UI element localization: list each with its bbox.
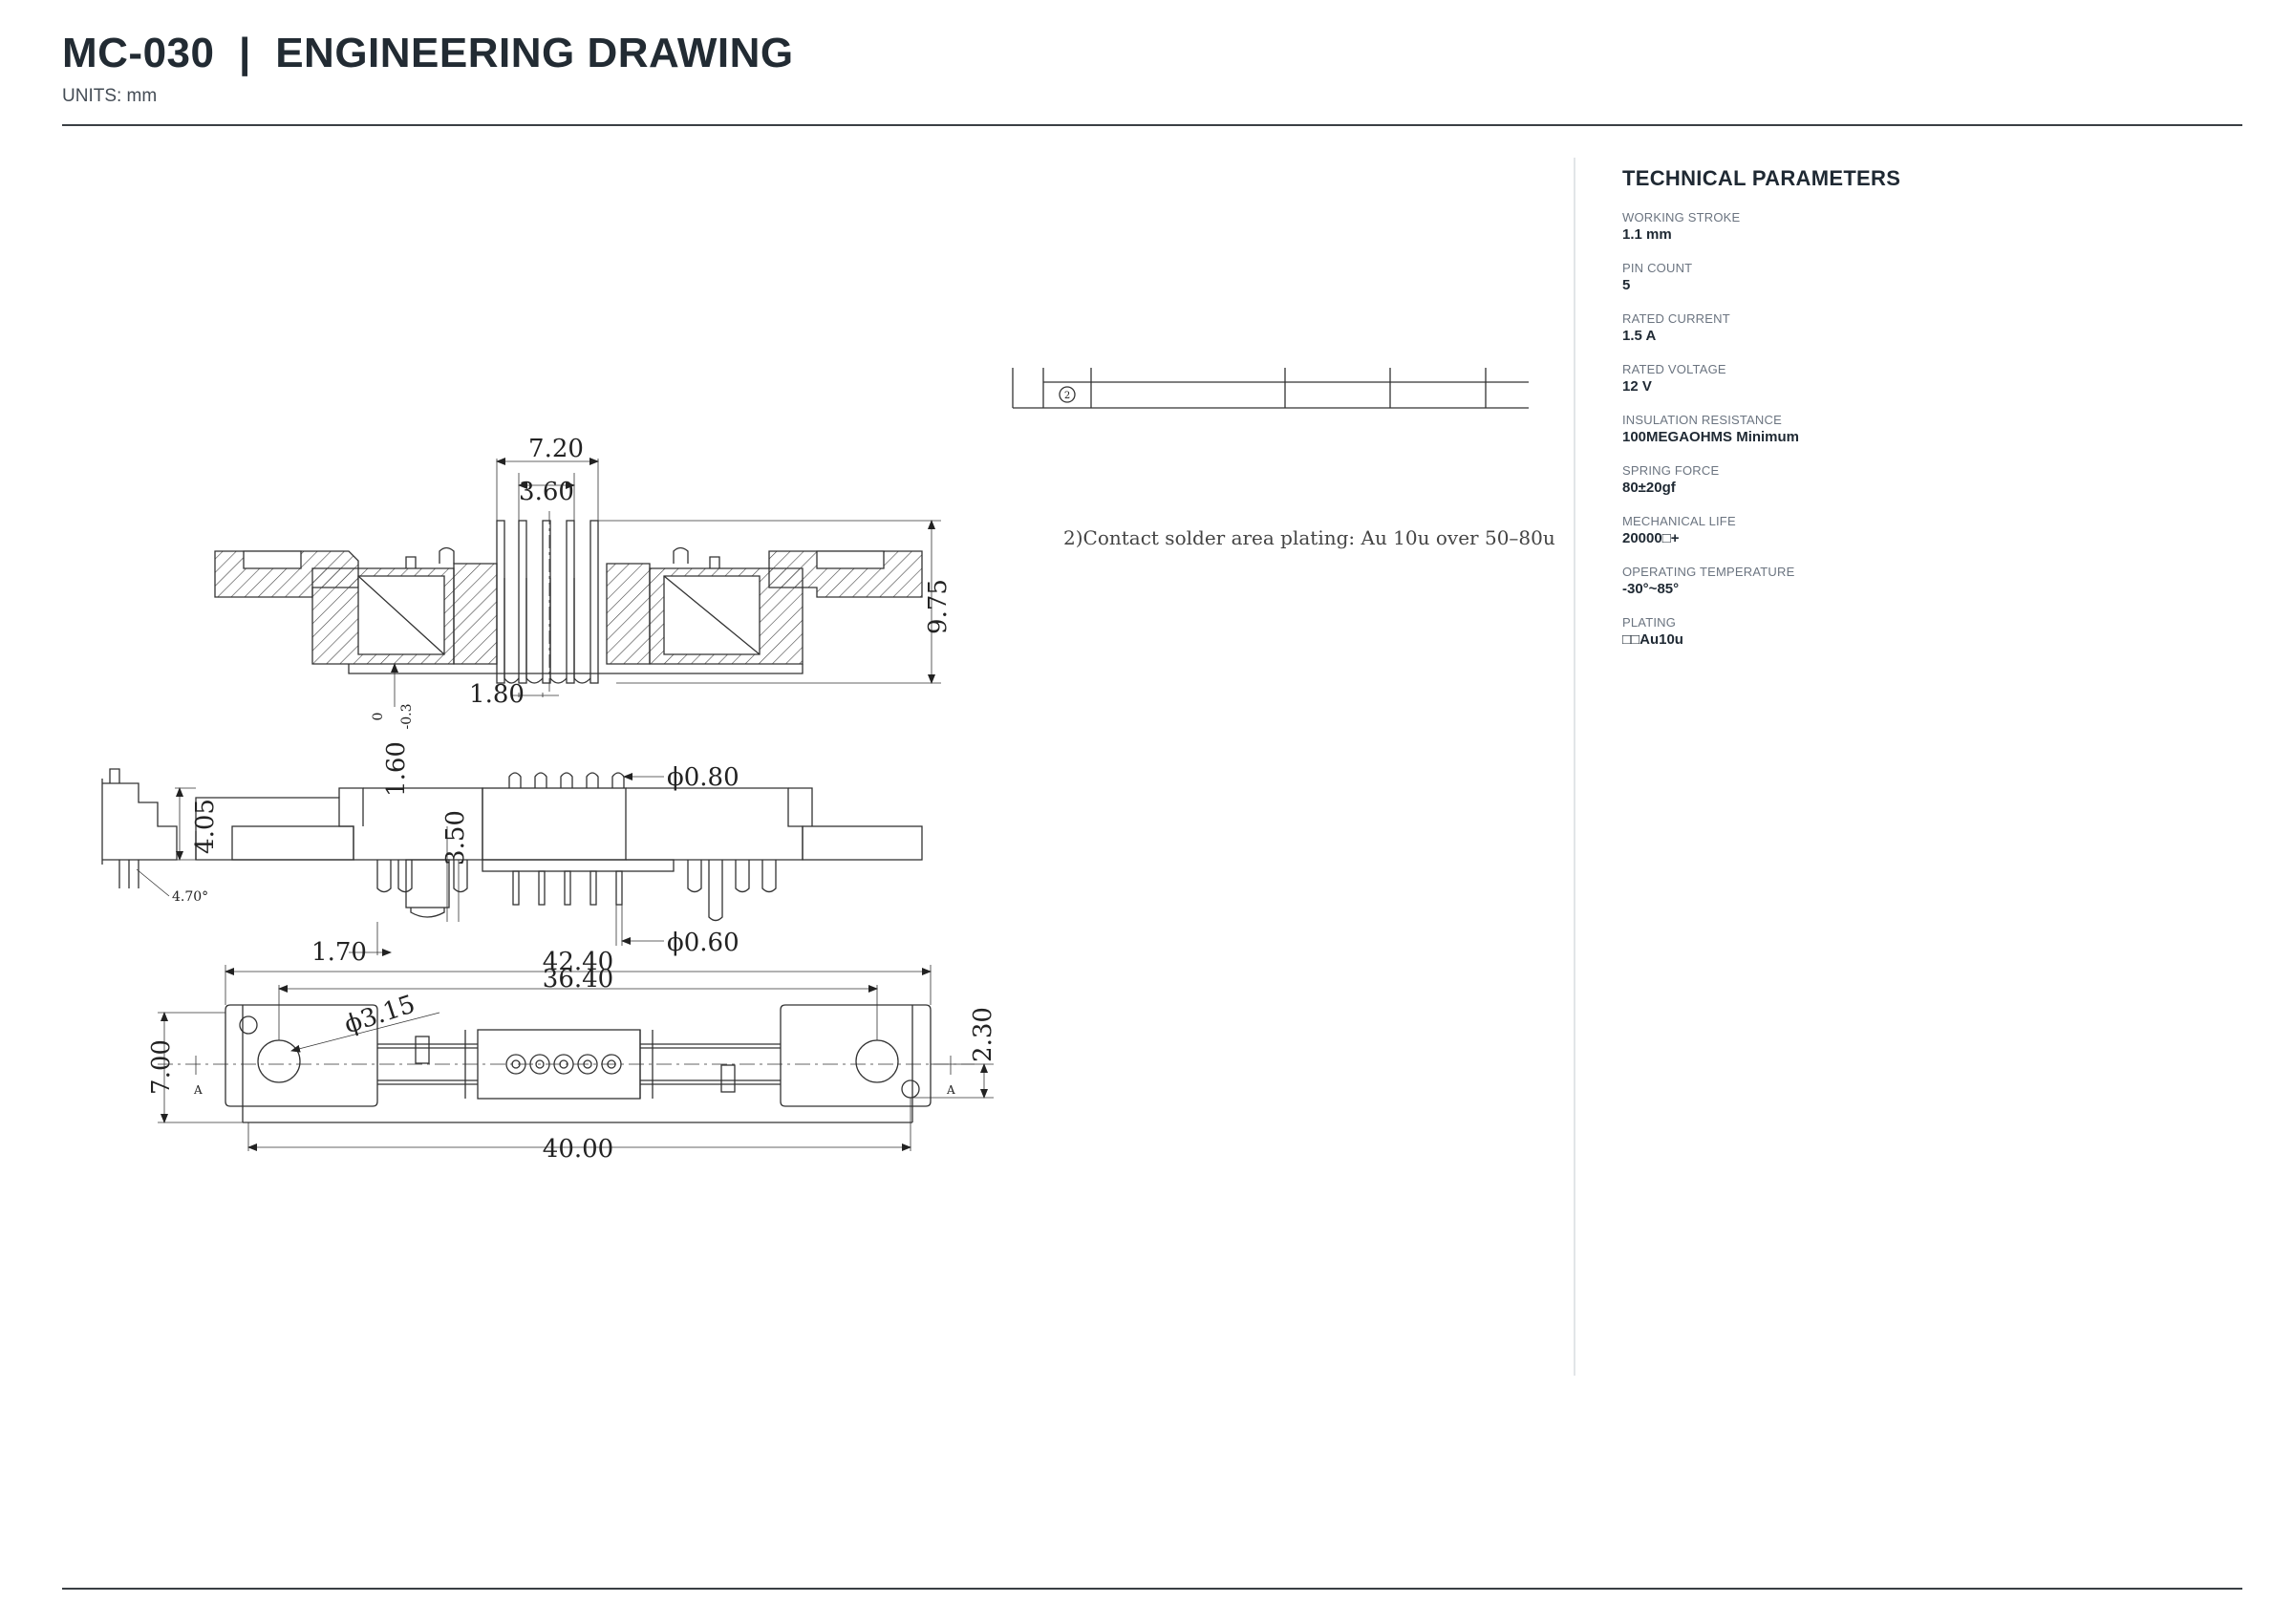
param-plating: PLATING □□Au10u — [1622, 615, 2215, 650]
param-value: -30°~85° — [1622, 581, 1680, 597]
param-rated-voltage: RATED VOLTAGE 12 V — [1622, 362, 2215, 396]
param-label: RATED CURRENT — [1622, 311, 1730, 326]
param-pin-count: PIN COUNT 5 — [1622, 261, 2215, 295]
dim-7-00: 7.00 — [147, 1039, 176, 1095]
panel-divider — [1574, 158, 1575, 1376]
dim-4-05: 4.05 — [191, 799, 220, 854]
param-value: 100MEGAOHMS Minimum — [1622, 429, 1800, 445]
section-view — [214, 511, 941, 693]
dim-4-70-deg: 4.70° — [172, 889, 208, 905]
param-rated-current: RATED CURRENT 1.5 A — [1622, 311, 2215, 346]
parts-table — [1012, 368, 1529, 409]
dim-1-60-tol-upper: 0 — [371, 713, 386, 721]
param-mechanical-life: MECHANICAL LIFE 20000□+ — [1622, 514, 2215, 548]
header-divider — [62, 124, 2242, 126]
param-value: □□Au10u — [1622, 631, 1683, 648]
dim-9-75: 9.75 — [924, 579, 953, 634]
drawing-header: MC-030 | ENGINEERING DRAWING UNITS: mm — [62, 27, 2242, 107]
dim-3-50: 3.50 — [441, 810, 470, 865]
dim-phi-3-15: ϕ3.15 — [341, 990, 418, 1039]
param-value: 12 V — [1622, 378, 1652, 395]
units-label: UNITS: mm — [62, 86, 158, 106]
param-label: PLATING — [1622, 615, 1677, 630]
param-label: WORKING STROKE — [1622, 210, 1741, 224]
param-label: PIN COUNT — [1622, 261, 1693, 275]
engineering-drawing: 7.20 3.60 1.80 9.75 1.60 0 -0.3 ϕ0.80 4.… — [62, 158, 1555, 1380]
param-working-stroke: WORKING STROKE 1.1 mm — [1622, 210, 2215, 245]
param-label: INSULATION RESISTANCE — [1622, 413, 1782, 427]
param-operating-temperature: OPERATING TEMPERATURE -30°~85° — [1622, 565, 2215, 599]
dim-1-60-tol-lower: -0.3 — [399, 704, 415, 730]
param-insulation-resistance: INSULATION RESISTANCE 100MEGAOHMS Minimu… — [1622, 413, 2215, 447]
param-label: MECHANICAL LIFE — [1622, 514, 1736, 528]
dim-42-40: 42.40 — [543, 948, 613, 976]
param-value: 1.5 A — [1622, 328, 1657, 344]
params-title: TECHNICAL PARAMETERS — [1622, 166, 1901, 190]
dim-1-60: 1.60 — [382, 741, 411, 797]
plating-note: 2)Contact solder area plating: Au 10u ov… — [1063, 526, 1555, 549]
dim-1-70: 1.70 — [311, 938, 367, 967]
param-value: 80±20gf — [1622, 480, 1676, 496]
param-value: 5 — [1622, 277, 1631, 293]
dim-2-30: 2.30 — [969, 1007, 997, 1062]
dim-phi-0-80: ϕ0.80 — [667, 763, 739, 792]
param-label: RATED VOLTAGE — [1622, 362, 1726, 376]
param-value: 1.1 mm — [1622, 226, 1672, 243]
footer-divider — [62, 1588, 2242, 1590]
param-value: 20000□+ — [1622, 530, 1680, 546]
dim-7-20: 7.20 — [528, 435, 584, 463]
drawing-canvas: 7.20 3.60 1.80 9.75 1.60 0 -0.3 ϕ0.80 4.… — [101, 368, 1555, 1164]
page-title: MC-030 | ENGINEERING DRAWING — [62, 30, 794, 76]
dim-phi-0-60: ϕ0.60 — [667, 929, 739, 957]
param-label: SPRING FORCE — [1622, 463, 1720, 478]
technical-parameters-panel: TECHNICAL PARAMETERS WORKING STROKE 1.1 … — [1622, 162, 2215, 666]
bottom-view — [158, 965, 994, 1151]
side-view — [101, 768, 923, 956]
dim-1-80: 1.80 — [469, 680, 525, 709]
param-label: OPERATING TEMPERATURE — [1622, 565, 1795, 579]
table-row-number: 2 — [1064, 391, 1070, 401]
section-mark-a-right: A — [946, 1083, 955, 1097]
section-mark-a-left: A — [193, 1083, 203, 1097]
dim-36-40: 36.40 — [543, 965, 613, 994]
dim-3-60: 3.60 — [519, 478, 574, 506]
dim-40-00: 40.00 — [543, 1135, 613, 1164]
param-spring-force: SPRING FORCE 80±20gf — [1622, 463, 2215, 498]
